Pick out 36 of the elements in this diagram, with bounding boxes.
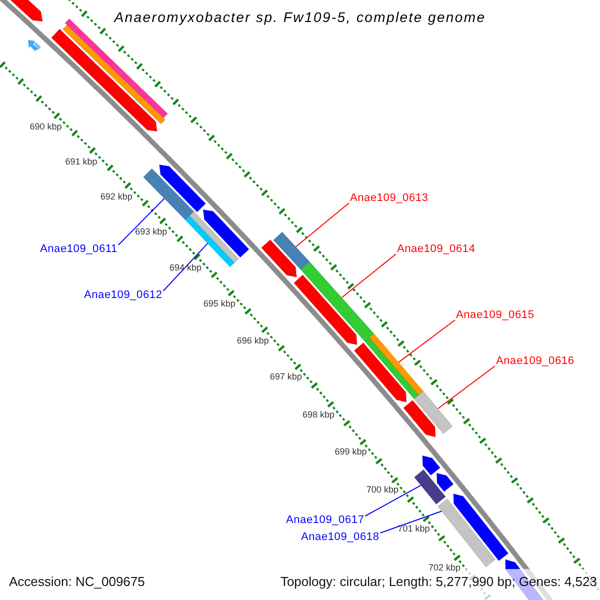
scale-label: 693 kbp xyxy=(135,226,168,238)
gene-label: Anae109_0616 xyxy=(496,355,574,368)
leader-line xyxy=(341,254,396,298)
gene-feature xyxy=(414,469,446,505)
scale-label: 698 kbp xyxy=(302,409,335,420)
gene-feature xyxy=(300,261,374,342)
scale-label: 702 kbp xyxy=(428,562,461,574)
scale-label: 694 kbp xyxy=(169,262,202,274)
genome-stats-text: Topology: circular; Length: 5,277,990 bp; Genes: 4,523 xyxy=(280,574,597,590)
leader-line xyxy=(118,198,165,246)
accession-text: Accession: NC_009675 xyxy=(9,574,145,590)
leader-line xyxy=(398,320,456,363)
gene-label: Anae109_0617 xyxy=(286,514,364,527)
scale-label: 701 kbp xyxy=(398,523,430,534)
gene-feature xyxy=(414,390,453,434)
gene-label: Anae109_0611 xyxy=(40,243,118,256)
scale-label: 691 kbp xyxy=(65,156,98,168)
gene-feature xyxy=(142,168,194,220)
scale-label: 690 kbp xyxy=(30,122,62,133)
leader-line xyxy=(364,484,422,516)
leader-line xyxy=(438,366,496,410)
scale-label: 695 kbp xyxy=(203,298,236,310)
leader-line xyxy=(380,510,442,534)
scale-label: 692 kbp xyxy=(100,191,132,202)
scale-label: 696 kbp xyxy=(236,335,269,346)
scale-label: 699 kbp xyxy=(334,446,367,458)
gene-label: Anae109_0612 xyxy=(84,289,162,302)
gene-label: Anae109_0614 xyxy=(397,243,476,256)
gene-label: Anae109_0615 xyxy=(456,309,534,322)
leader-line xyxy=(162,242,208,292)
gene-feature xyxy=(272,232,310,270)
gene-label: Anae109_0618 xyxy=(301,531,380,544)
leader-line xyxy=(295,202,350,248)
gene-label: Anae109_0613 xyxy=(350,192,428,205)
scale-label: 697 kbp xyxy=(270,372,302,383)
scale-label: 700 kbp xyxy=(366,484,398,496)
